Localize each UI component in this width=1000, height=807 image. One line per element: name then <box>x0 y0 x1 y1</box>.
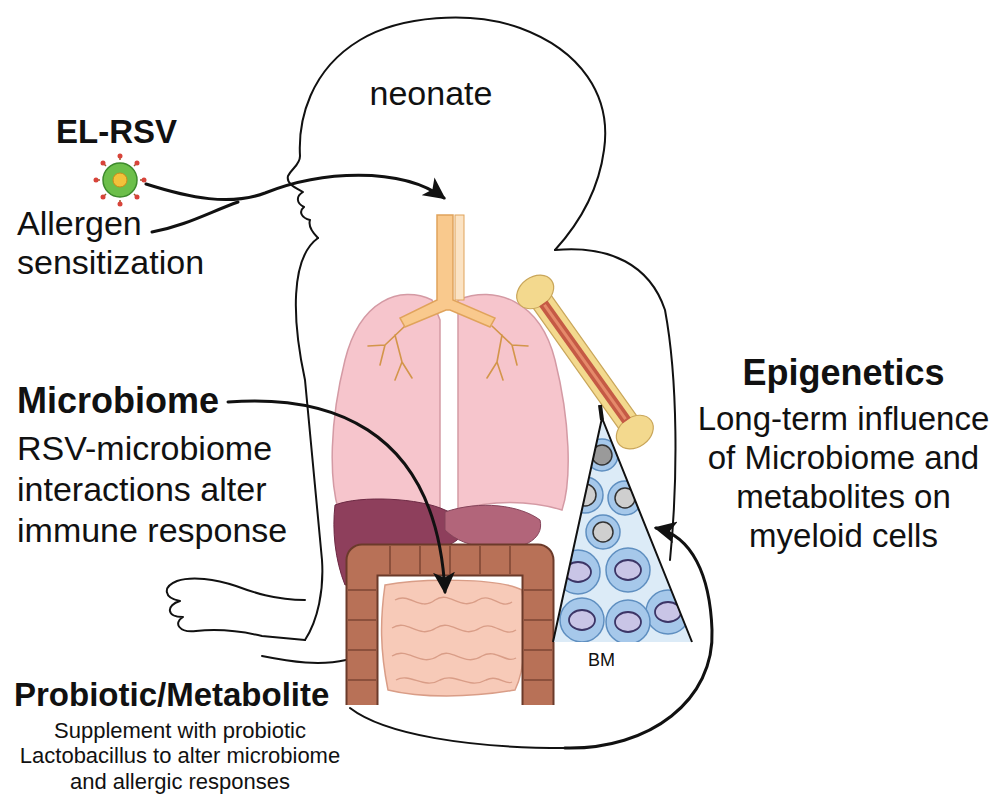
bronchus-branch <box>487 326 528 380</box>
bone-marrow-core <box>543 304 627 420</box>
spike-tip <box>118 154 123 159</box>
myeloid-cell <box>560 598 604 642</box>
belly-outline <box>350 708 565 748</box>
bone-marrow-cavity <box>539 300 631 423</box>
esophagus <box>455 215 464 300</box>
fold-line <box>348 546 552 680</box>
myeloid-nucleus <box>615 612 641 632</box>
intestine-loops <box>392 597 516 683</box>
section-heading: Epigenetics <box>691 352 996 393</box>
small-intestine <box>382 580 526 696</box>
large-intestine-outline <box>362 560 538 705</box>
wedge-outline <box>553 418 692 642</box>
spike-tip <box>135 161 140 166</box>
virus-spikes <box>97 157 143 203</box>
spike-tip <box>101 161 106 166</box>
section-heading: Microbiome <box>17 380 247 421</box>
bronchial-tree <box>368 326 528 380</box>
spike-tip <box>142 178 147 183</box>
bone-marrow-label: BM <box>588 651 615 671</box>
marrow-tube <box>600 405 602 420</box>
virus-body <box>103 163 137 197</box>
myeloid-cell <box>606 600 650 644</box>
section-heading: Probiotic/Metabolite <box>14 676 359 714</box>
hand-outline <box>167 579 305 640</box>
progenitor-cell <box>586 515 620 549</box>
spike-tip <box>135 195 140 200</box>
femur-bone <box>510 268 660 456</box>
left-lung <box>332 295 440 515</box>
intestine-loop <box>396 678 512 683</box>
myeloid-nucleus <box>569 610 595 630</box>
intestine-loop <box>392 625 516 632</box>
allergen-label: Allergen sensitization <box>17 204 222 282</box>
myeloid-cell <box>646 590 690 634</box>
section-body: Long-term influence of Microbiome and me… <box>691 400 996 556</box>
spike-tip <box>94 178 99 183</box>
bronchus-branch <box>368 326 412 380</box>
trachea <box>400 215 495 327</box>
infection-arrow <box>146 175 444 199</box>
stomach <box>445 505 541 548</box>
probiotic-to-marrow-arrow <box>565 528 712 748</box>
intestine-loop <box>395 597 512 604</box>
progenitor-cell <box>608 481 642 515</box>
myeloid-nucleus <box>615 560 641 580</box>
spike-tip <box>101 195 106 200</box>
intestine-loop <box>392 653 516 659</box>
myeloid-cell <box>556 550 600 594</box>
myeloid-cell <box>606 548 650 592</box>
forearm-outline <box>262 656 346 663</box>
rsv-virus <box>94 154 147 207</box>
allergen-join-line <box>152 202 238 232</box>
virus-spike <box>97 157 143 203</box>
virus-core <box>113 173 127 187</box>
progenitor-nucleus <box>593 522 613 542</box>
figure-title: neonate <box>361 74 501 113</box>
virus-spike-tips <box>94 154 147 207</box>
section-body: Supplement with probiotic Lactobacillus … <box>10 718 350 794</box>
bone-shaft <box>530 290 641 433</box>
virus-label: EL-RSV <box>56 113 206 151</box>
large-intestine-folds <box>348 546 552 680</box>
large-intestine <box>362 560 538 705</box>
left-arm-outline <box>296 238 323 640</box>
section-body: RSV-microbiome interactions alter immune… <box>17 428 302 550</box>
